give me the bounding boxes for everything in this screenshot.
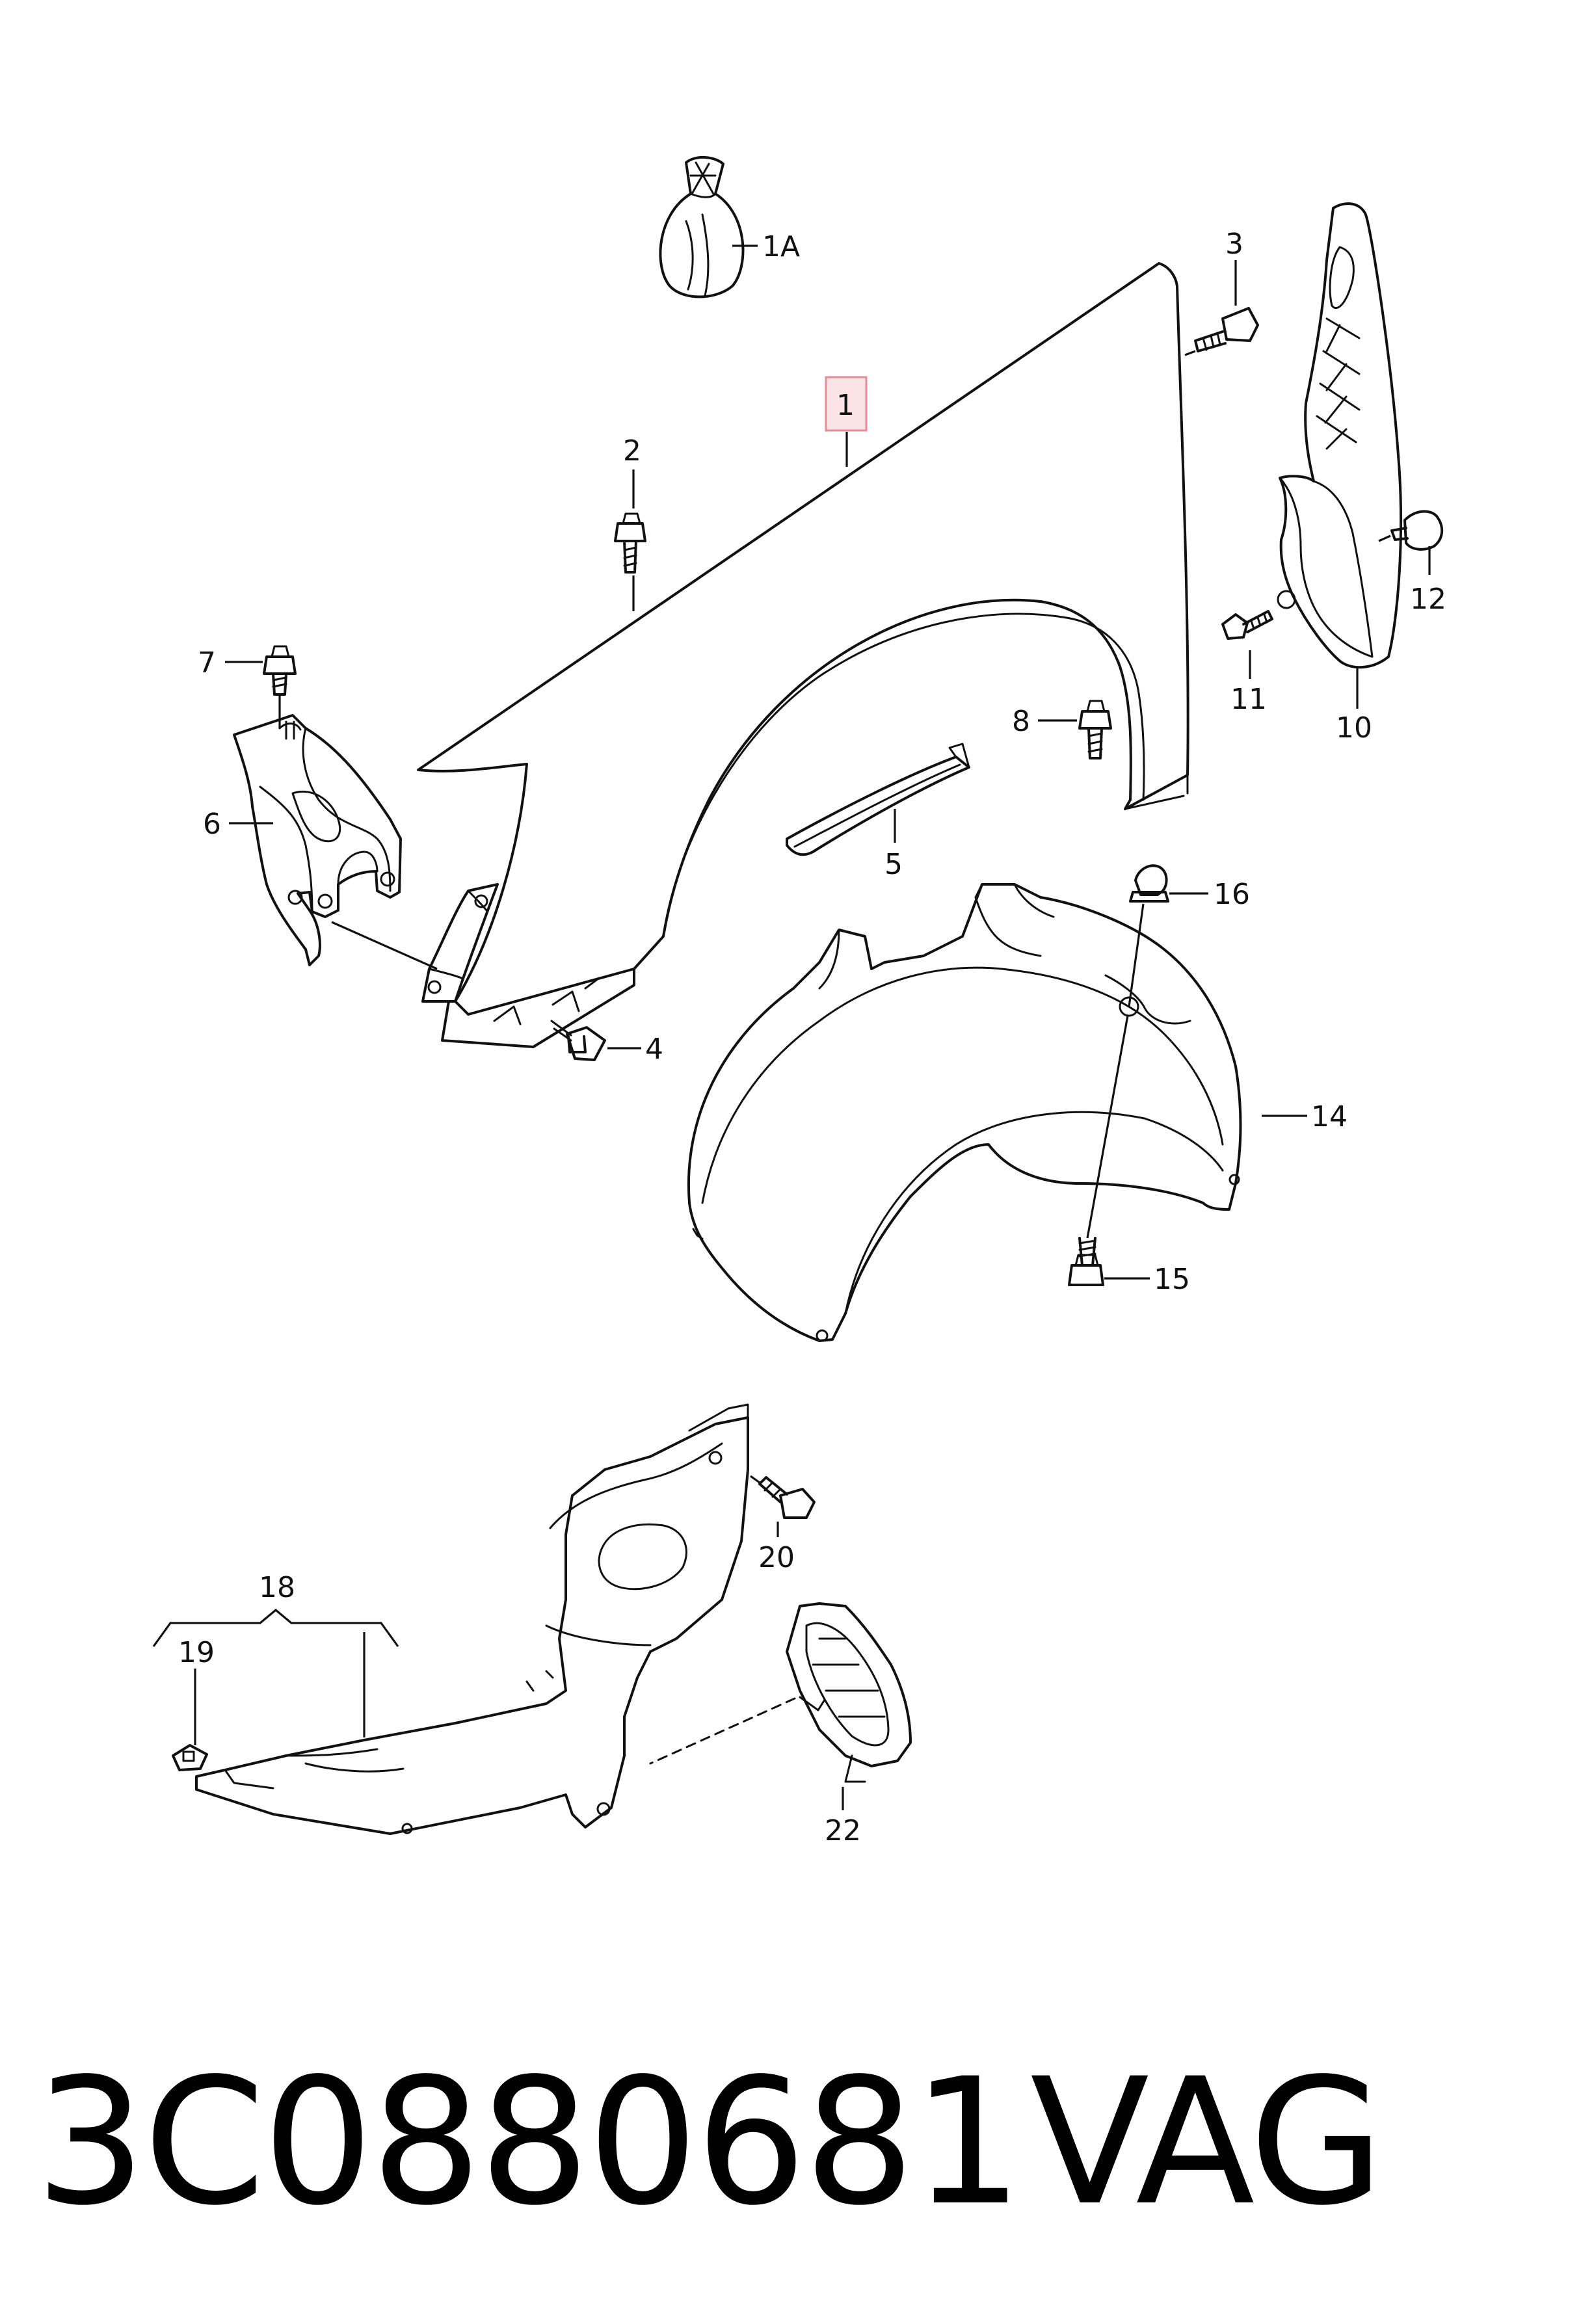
label-18: 18	[259, 1571, 295, 1604]
part-14-wheel-arch-liner	[687, 883, 1307, 1342]
label-2: 2	[623, 434, 641, 468]
part-1a-paint-bottle	[659, 155, 758, 298]
part-20-bolt	[750, 1475, 816, 1537]
part-number: 3C0880681	[35, 2041, 1023, 2244]
label-4: 4	[645, 1033, 663, 1066]
part-18-undertray	[195, 1403, 749, 1835]
label-6: 6	[203, 808, 221, 841]
label-1a: 1A	[762, 230, 800, 263]
label-15: 15	[1154, 1263, 1190, 1296]
part-11-screw	[1221, 610, 1273, 679]
part-2-bolt	[614, 469, 646, 611]
part-10-bracket	[1277, 202, 1403, 709]
part-1-fender	[417, 262, 1189, 1048]
part-12-clip	[1378, 510, 1444, 575]
part-22-cover	[649, 1602, 912, 1810]
label-11: 11	[1230, 683, 1267, 716]
label-16: 16	[1214, 878, 1250, 911]
part-6-bracket	[229, 714, 438, 970]
part-16-clip	[1128, 864, 1208, 1007]
brand-name: VAG	[1030, 2041, 1384, 2244]
footer: 3C0880681 VAG	[0, 2035, 1594, 2250]
label-1: 1	[836, 389, 855, 422]
label-10: 10	[1336, 711, 1372, 745]
part-19-nut	[172, 1669, 208, 1771]
label-1-highlight	[825, 376, 868, 432]
label-5: 5	[884, 848, 903, 881]
part-4-bolt	[550, 1020, 641, 1061]
label-7: 7	[198, 646, 216, 680]
label-3: 3	[1225, 228, 1243, 261]
part-15-bolt	[1068, 1015, 1150, 1286]
part-7-bolt	[225, 645, 297, 728]
label-20: 20	[758, 1541, 795, 1574]
part-3-bolt	[1184, 260, 1259, 356]
label-14: 14	[1311, 1100, 1348, 1133]
part-8-bolt	[1038, 700, 1112, 759]
label-22: 22	[825, 1814, 861, 1847]
label-8: 8	[1012, 705, 1030, 738]
label-18-bracket	[152, 1608, 399, 1647]
label-12: 12	[1410, 583, 1446, 616]
part-5-trim-strip	[786, 743, 970, 856]
label-19: 19	[178, 1636, 215, 1669]
